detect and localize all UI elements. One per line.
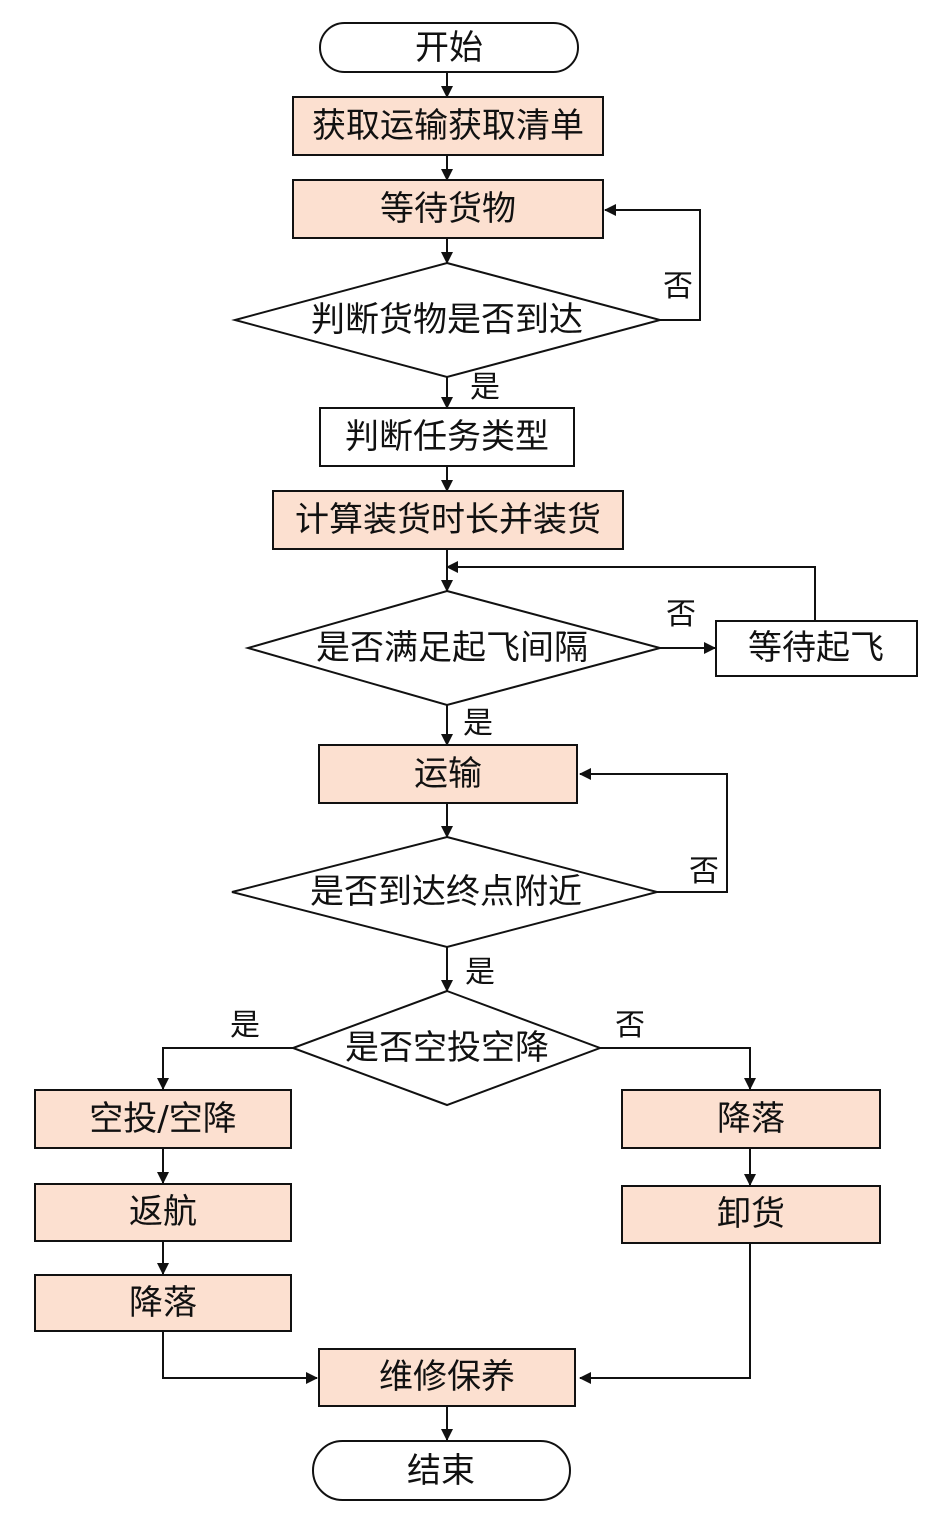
node-end: 结束 bbox=[312, 1440, 571, 1501]
edge-airdrop-no bbox=[600, 1047, 756, 1090]
node-check-interval: 是否满足起飞间隔 bbox=[244, 589, 664, 707]
node-label: 运输 bbox=[414, 754, 482, 794]
decision-diamond bbox=[244, 589, 664, 707]
label-yes-airdrop: 是 bbox=[230, 1008, 260, 1043]
edge-land-left-to-maint bbox=[162, 1331, 318, 1384]
decision-diamond bbox=[290, 989, 603, 1107]
label-no-arrival: 否 bbox=[663, 269, 693, 304]
edge-check-no-loop bbox=[604, 204, 701, 321]
process-box bbox=[621, 1185, 881, 1244]
node-label: 降落 bbox=[129, 1283, 197, 1323]
node-label: 开始 bbox=[415, 28, 483, 68]
edge-wait-takeoff-loop bbox=[446, 561, 816, 621]
node-airdrop: 空投/空降 bbox=[34, 1089, 292, 1149]
node-get-list: 获取运输获取清单 bbox=[292, 96, 604, 156]
node-label: 是否到达终点附近 bbox=[310, 872, 582, 912]
process-box bbox=[621, 1089, 881, 1149]
connectors bbox=[157, 72, 816, 1441]
process-box bbox=[272, 490, 624, 550]
node-check-near: 是否到达终点附近 bbox=[231, 835, 661, 949]
label-no-airdrop: 否 bbox=[615, 1008, 645, 1043]
node-label: 空投/空降 bbox=[89, 1099, 236, 1139]
node-label: 卸货 bbox=[717, 1194, 785, 1234]
process-box bbox=[715, 620, 918, 677]
decision-diamond bbox=[231, 835, 661, 949]
node-label: 计算装货时长并装货 bbox=[295, 500, 601, 540]
process-box bbox=[292, 179, 604, 239]
process-box bbox=[292, 96, 604, 156]
node-task-type: 判断任务类型 bbox=[319, 407, 575, 467]
edge-airdrop-yes bbox=[157, 1047, 293, 1090]
node-label: 是否空投空降 bbox=[345, 1028, 549, 1068]
edge-unload-to-maint bbox=[579, 1243, 751, 1384]
process-box bbox=[319, 407, 575, 467]
process-box bbox=[318, 744, 578, 804]
node-land-right: 降落 bbox=[621, 1089, 881, 1149]
node-transport: 运输 bbox=[318, 744, 578, 804]
node-land-left: 降落 bbox=[34, 1274, 292, 1332]
label-yes-interval: 是 bbox=[463, 706, 493, 741]
node-label: 维修保养 bbox=[379, 1357, 515, 1397]
node-wait-takeoff: 等待起飞 bbox=[715, 620, 918, 677]
process-box bbox=[34, 1183, 292, 1242]
node-wait-goods: 等待货物 bbox=[292, 179, 604, 239]
node-maintenance: 维修保养 bbox=[318, 1348, 576, 1407]
node-label: 结束 bbox=[407, 1451, 475, 1491]
node-label: 判断货物是否到达 bbox=[311, 300, 583, 340]
node-label: 获取运输获取清单 bbox=[312, 106, 584, 146]
node-label: 是否满足起飞间隔 bbox=[316, 628, 588, 668]
node-calc-load: 计算装货时长并装货 bbox=[272, 490, 624, 550]
process-box bbox=[318, 1348, 576, 1407]
node-check-airdrop: 是否空投空降 bbox=[290, 989, 603, 1107]
decision-diamond bbox=[231, 261, 664, 379]
process-box bbox=[34, 1274, 292, 1332]
edge-near-no-loop bbox=[579, 768, 728, 893]
label-yes-near: 是 bbox=[465, 955, 495, 990]
node-start: 开始 bbox=[319, 22, 579, 73]
node-label: 降落 bbox=[717, 1099, 785, 1139]
node-label: 判断任务类型 bbox=[345, 417, 549, 457]
node-return: 返航 bbox=[34, 1183, 292, 1242]
node-label: 等待货物 bbox=[380, 189, 516, 229]
label-no-interval: 否 bbox=[666, 597, 696, 632]
node-unload: 卸货 bbox=[621, 1185, 881, 1244]
node-label: 返航 bbox=[129, 1192, 197, 1232]
label-no-near: 否 bbox=[689, 854, 719, 889]
label-yes-arrival: 是 bbox=[470, 370, 500, 405]
node-label: 等待起飞 bbox=[748, 628, 884, 668]
node-check-arrival: 判断货物是否到达 bbox=[231, 261, 664, 379]
terminal-shape bbox=[312, 1440, 571, 1501]
process-box bbox=[34, 1089, 292, 1149]
terminal-shape bbox=[319, 22, 579, 73]
